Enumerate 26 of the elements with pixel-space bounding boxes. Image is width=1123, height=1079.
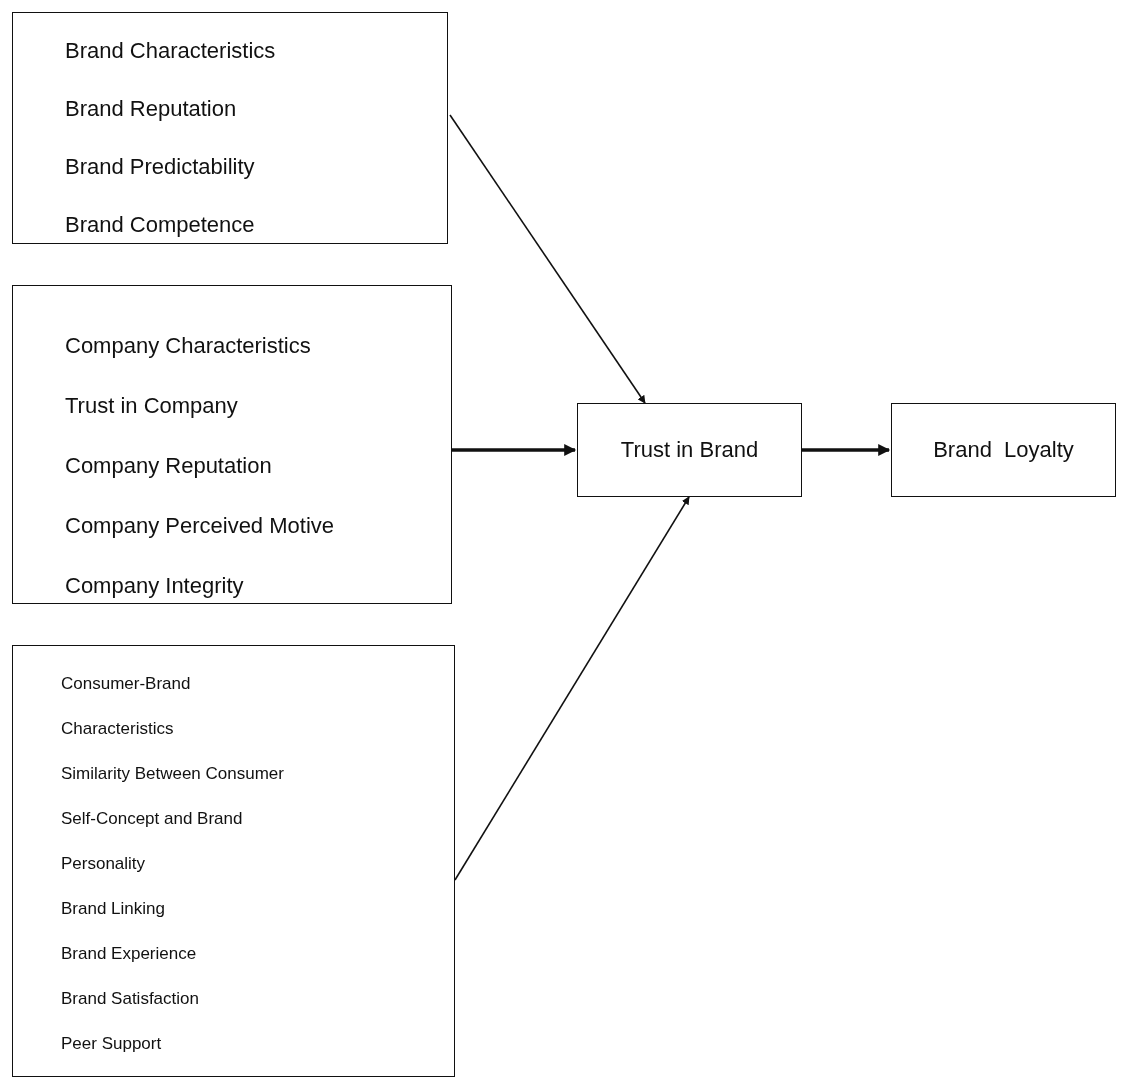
arrow xyxy=(454,496,690,881)
factor-text: Brand Satisfaction xyxy=(61,988,199,1010)
factor-text: Company Characteristics xyxy=(65,332,311,360)
factor-box xyxy=(577,403,802,497)
factor-text: Brand Characteristics xyxy=(65,37,276,65)
factor-text: Trust in Brand xyxy=(620,436,759,464)
factor-box xyxy=(891,403,1116,497)
factor-text: Trust in Company xyxy=(65,392,238,420)
factor-text: Brand Competence xyxy=(65,211,255,239)
factor-text: Company Perceived Motive xyxy=(65,512,334,540)
factor-box xyxy=(12,12,448,244)
factor-text: Company Integrity xyxy=(65,572,244,600)
factor-text: Brand Linking xyxy=(61,898,165,920)
factor-box xyxy=(12,285,452,604)
arrow xyxy=(449,114,646,404)
factor-text: Brand Reputation xyxy=(65,95,237,123)
factor-text: Peer Support xyxy=(61,1033,162,1055)
factor-text: Consumer-Brand Characteristics xyxy=(61,673,192,740)
factor-text: Brand Loyalty xyxy=(933,436,1074,464)
factor-box xyxy=(12,645,455,1077)
factor-text: Company Reputation xyxy=(65,452,272,480)
arrow xyxy=(452,444,577,456)
factor-text: Brand Experience xyxy=(61,943,197,965)
arrow xyxy=(802,444,891,456)
factor-text: Similarity Between Consumer Self-Concept and Brand Personality xyxy=(61,763,285,875)
factor-text: Brand Predictability xyxy=(65,153,255,181)
